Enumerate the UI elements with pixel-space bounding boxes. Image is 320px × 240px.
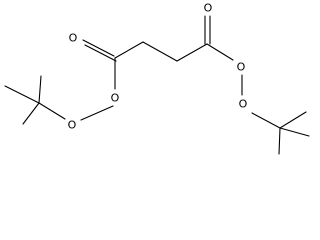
bond-c3-c4 [176,43,208,62]
succinyl-backbone [114,41,208,62]
atom-o-peroxy-right: O [239,98,248,111]
atom-o-carbonyl-right: O [204,2,213,15]
atom-o-peroxy-left: O [68,119,77,132]
molecule-structure-diagram: O O O O O O [4,2,310,155]
left-carbonyl-double-bond [82,39,117,62]
atom-o-ester-right: O [237,61,246,74]
right-carbonyl-double-bond [204,15,211,45]
bond-tbu-left-methyl-up [38,75,42,104]
atom-o-carbonyl-left: O [69,32,78,45]
right-peroxy-ester [206,43,310,155]
atom-o-ester-left: O [111,92,120,105]
bond-c1-o-double-b [84,44,117,62]
bond-tbu-right-methyl-down [278,127,281,155]
bond-tbu-left-methyl-left [4,85,40,104]
bond-tbu-right-methyl-right [279,127,310,137]
bond-c1-c2 [114,41,144,59]
bond-c1-o-double-a [82,39,115,57]
bond-o-o-left [80,105,114,121]
bond-tbu-right-methyl-up [279,111,307,129]
bond-o-ctbu-left [38,102,66,120]
bond-o-ctbu-right [251,112,281,129]
left-peroxy-ester [4,57,116,125]
bond-tbu-left-methyl-down [22,102,40,125]
bond-c2-c3 [142,41,178,62]
bond-c4-o-ester [206,43,234,61]
